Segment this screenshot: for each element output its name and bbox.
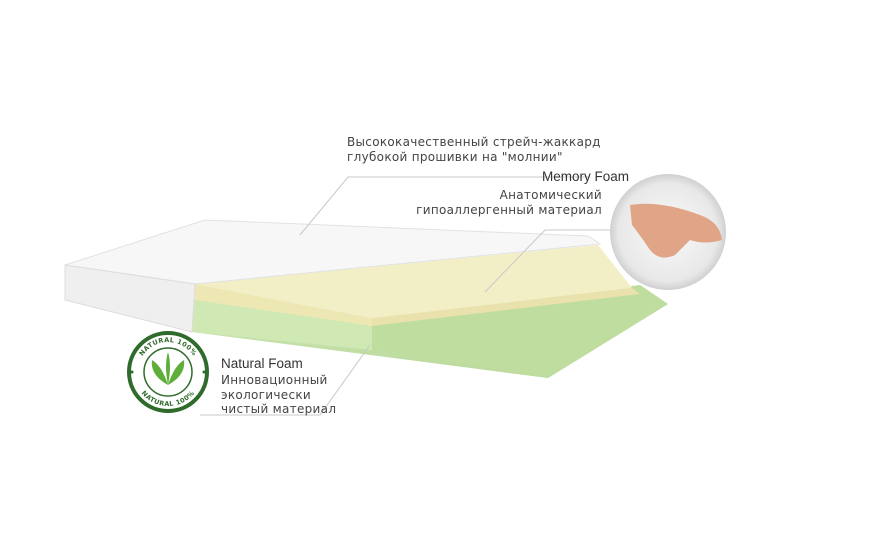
natural-100-badge: NATURAL 100% NATURAL 100% — [127, 331, 209, 413]
cover-description-line1: Высококачественный стрейч-жаккард — [347, 135, 601, 149]
cover-description-line2: глубокой прошивки на "молнии" — [347, 150, 563, 164]
memory-foam-line1: Анатомический — [499, 188, 602, 202]
memory-foam-title: Memory Foam — [541, 169, 629, 184]
leaf-icon — [151, 352, 185, 385]
memory-foam-hand-image — [610, 174, 726, 290]
natural-foam-title: Natural Foam — [221, 356, 303, 371]
natural-foam-line2: экологически — [221, 388, 312, 402]
jacquard-cover — [64, 219, 602, 333]
memory-foam-layer — [195, 245, 640, 326]
natural-foam-line3: чистый материал — [221, 402, 337, 416]
natural-foam-layer — [192, 285, 668, 378]
memory-foam-line2: гипоаллергенный материал — [416, 203, 602, 217]
natural-foam-line1: Инновационный — [221, 373, 328, 387]
